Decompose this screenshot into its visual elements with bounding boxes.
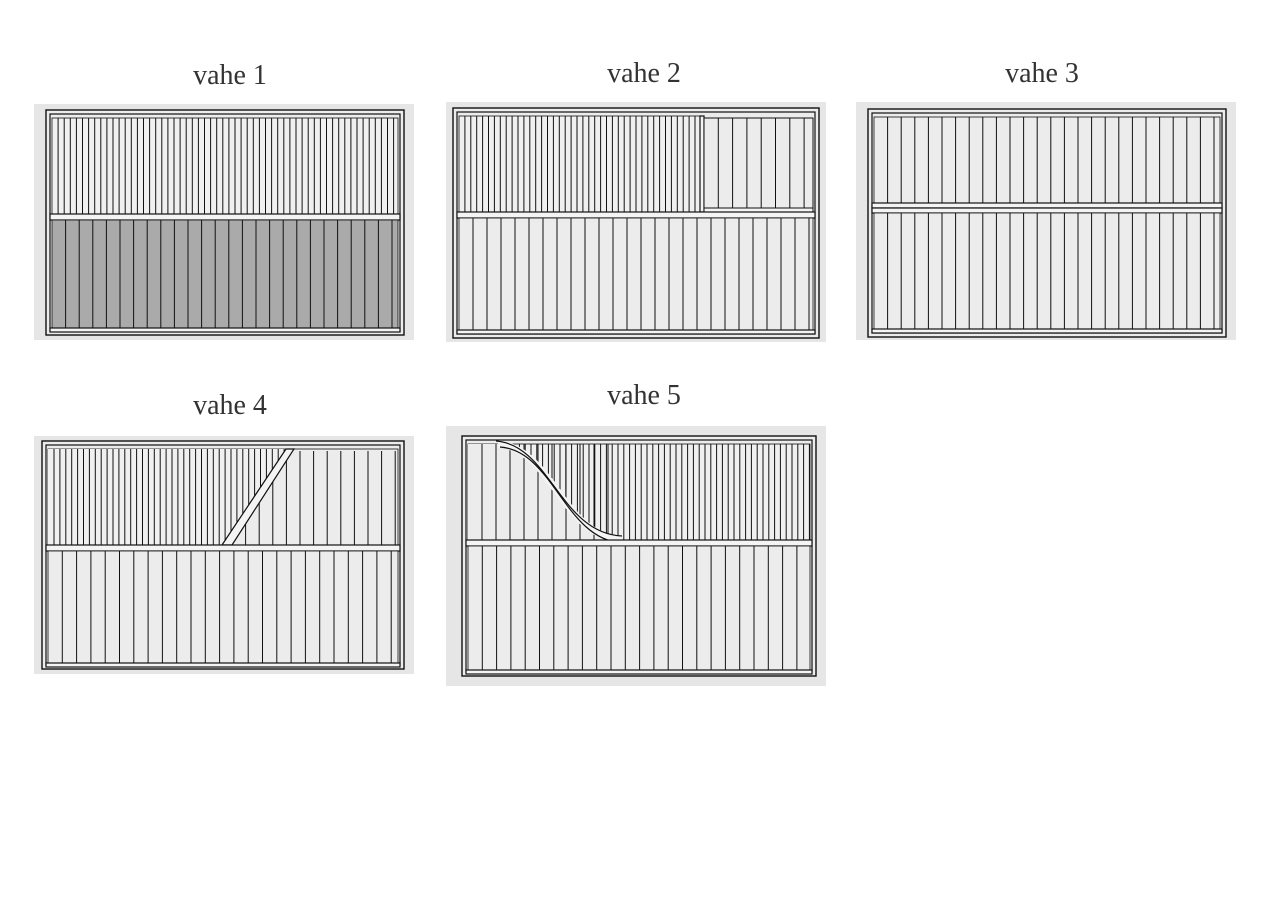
- bottom-boards-area: [458, 217, 814, 331]
- panel-3-title: vahe 3: [1005, 58, 1079, 89]
- bottom-rail: [465, 669, 813, 675]
- board-joints: [481, 546, 798, 670]
- board-joints: [65, 220, 393, 328]
- bottom-rail: [49, 327, 401, 333]
- vertical-bars: [464, 116, 696, 212]
- panel-5-title: vahe 5: [607, 380, 681, 411]
- divider-rail: [465, 539, 813, 547]
- bottom-boards-area: [47, 550, 399, 664]
- gate-4-diagram: [41, 440, 405, 670]
- gate-3-diagram: [867, 108, 1227, 338]
- bottom-boards-area: [467, 545, 811, 671]
- panel-2-drawing: [446, 102, 826, 342]
- divider-rail-upper: [871, 202, 1223, 209]
- bottom-boards-area: [873, 212, 1221, 330]
- top-bars-area: [458, 115, 701, 213]
- vertical-bars: [53, 449, 285, 545]
- divider-rail: [49, 213, 401, 221]
- top-right-rail: [703, 207, 814, 213]
- gate-1-diagram: [45, 109, 405, 336]
- center-post: [699, 115, 705, 213]
- gate-5-diagram: [461, 435, 817, 677]
- top-boards-area: [873, 116, 1221, 204]
- top-right-boards: [703, 117, 814, 209]
- panel-3-drawing: [856, 102, 1236, 340]
- bottom-rail: [871, 328, 1223, 334]
- vertical-bars: [57, 118, 395, 214]
- top-right-board-joints: [717, 118, 805, 208]
- gate-2-diagram: [452, 107, 820, 339]
- divider-rail: [456, 211, 816, 219]
- board-joints: [472, 218, 810, 330]
- panel-4-drawing: [34, 436, 414, 674]
- curved-brace-edge-lower: [499, 446, 623, 544]
- curved-brace-edge-upper: [495, 440, 623, 537]
- panel-5-drawing: [446, 426, 826, 686]
- top-left-boards: [468, 444, 622, 540]
- top-left-board-joints: [481, 444, 609, 540]
- bottom-rail: [456, 329, 816, 335]
- divider-rail-lower: [871, 207, 1223, 214]
- board-joints: [61, 551, 392, 663]
- panel-4-title: vahe 4: [193, 390, 267, 421]
- board-joints: [887, 213, 1215, 329]
- top-bars-area: [48, 449, 290, 545]
- top-board-joints: [887, 117, 1215, 203]
- top-right-board-joints: [245, 451, 396, 545]
- panel-1-title: vahe 1: [193, 60, 267, 91]
- panel-1-drawing: [34, 104, 414, 340]
- divider-rail: [45, 544, 401, 552]
- top-bars-area: [51, 117, 399, 215]
- panel-2-title: vahe 2: [607, 58, 681, 89]
- bottom-rail: [45, 662, 401, 668]
- bottom-boards-area: [51, 219, 399, 329]
